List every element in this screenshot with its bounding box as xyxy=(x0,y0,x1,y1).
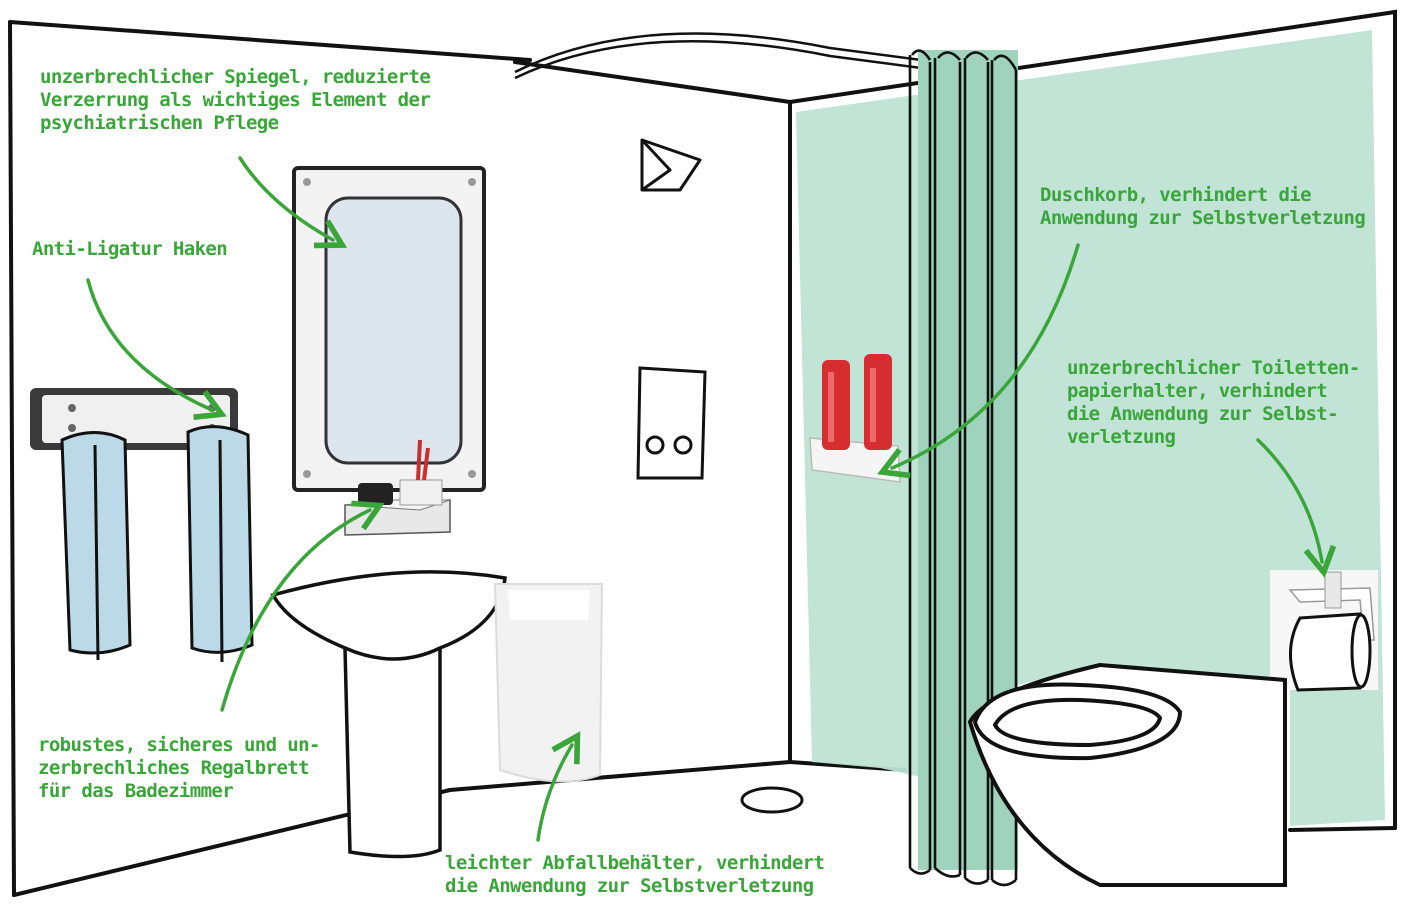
label-line: Duschkorb, verhindert die xyxy=(1040,184,1365,207)
mirror xyxy=(294,168,484,490)
label-line: die Anwendung zur Selbst- xyxy=(1067,403,1360,426)
label-basket: Duschkorb, verhindert die Anwendung zur … xyxy=(1040,184,1365,230)
label-line: die Anwendung zur Selbstverletzung xyxy=(445,875,824,898)
label-paper-holder: unzerbrechlicher Toiletten- papierhalter… xyxy=(1067,357,1360,449)
label-line: leichter Abfallbehälter, verhindert xyxy=(445,852,824,875)
label-line: unzerbrechlicher Toiletten- xyxy=(1067,357,1360,380)
toilet-paper-holder xyxy=(1270,570,1378,690)
label-bin: leichter Abfallbehälter, verhindert die … xyxy=(445,852,824,898)
label-shelf: robustes, sicheres und un- zerbrechliche… xyxy=(38,734,320,803)
label-line: papierhalter, verhindert xyxy=(1067,380,1360,403)
label-line: unzerbrechlicher Spiegel, reduzierte xyxy=(40,66,430,89)
label-hook: Anti-Ligatur Haken xyxy=(32,238,227,261)
waste-bin xyxy=(495,584,602,781)
label-line: psychiatrischen Pflege xyxy=(40,112,430,135)
sink xyxy=(273,572,505,857)
label-mirror: unzerbrechlicher Spiegel, reduzierte Ver… xyxy=(40,66,430,135)
towels xyxy=(62,427,252,662)
flush-plate-icon xyxy=(638,368,705,478)
label-line: für das Badezimmer xyxy=(38,780,320,803)
label-line: Verzerrung als wichtiges Element der xyxy=(40,89,430,112)
label-line: robustes, sicheres und un- xyxy=(38,734,320,757)
label-line: verletzung xyxy=(1067,426,1360,449)
label-line: Anwendung zur Selbstverletzung xyxy=(1040,207,1365,230)
label-line: zerbrechliches Regalbrett xyxy=(38,757,320,780)
label-line: Anti-Ligatur Haken xyxy=(32,238,227,261)
ventilation-icon xyxy=(642,140,700,190)
floor-drain-icon xyxy=(742,788,802,812)
